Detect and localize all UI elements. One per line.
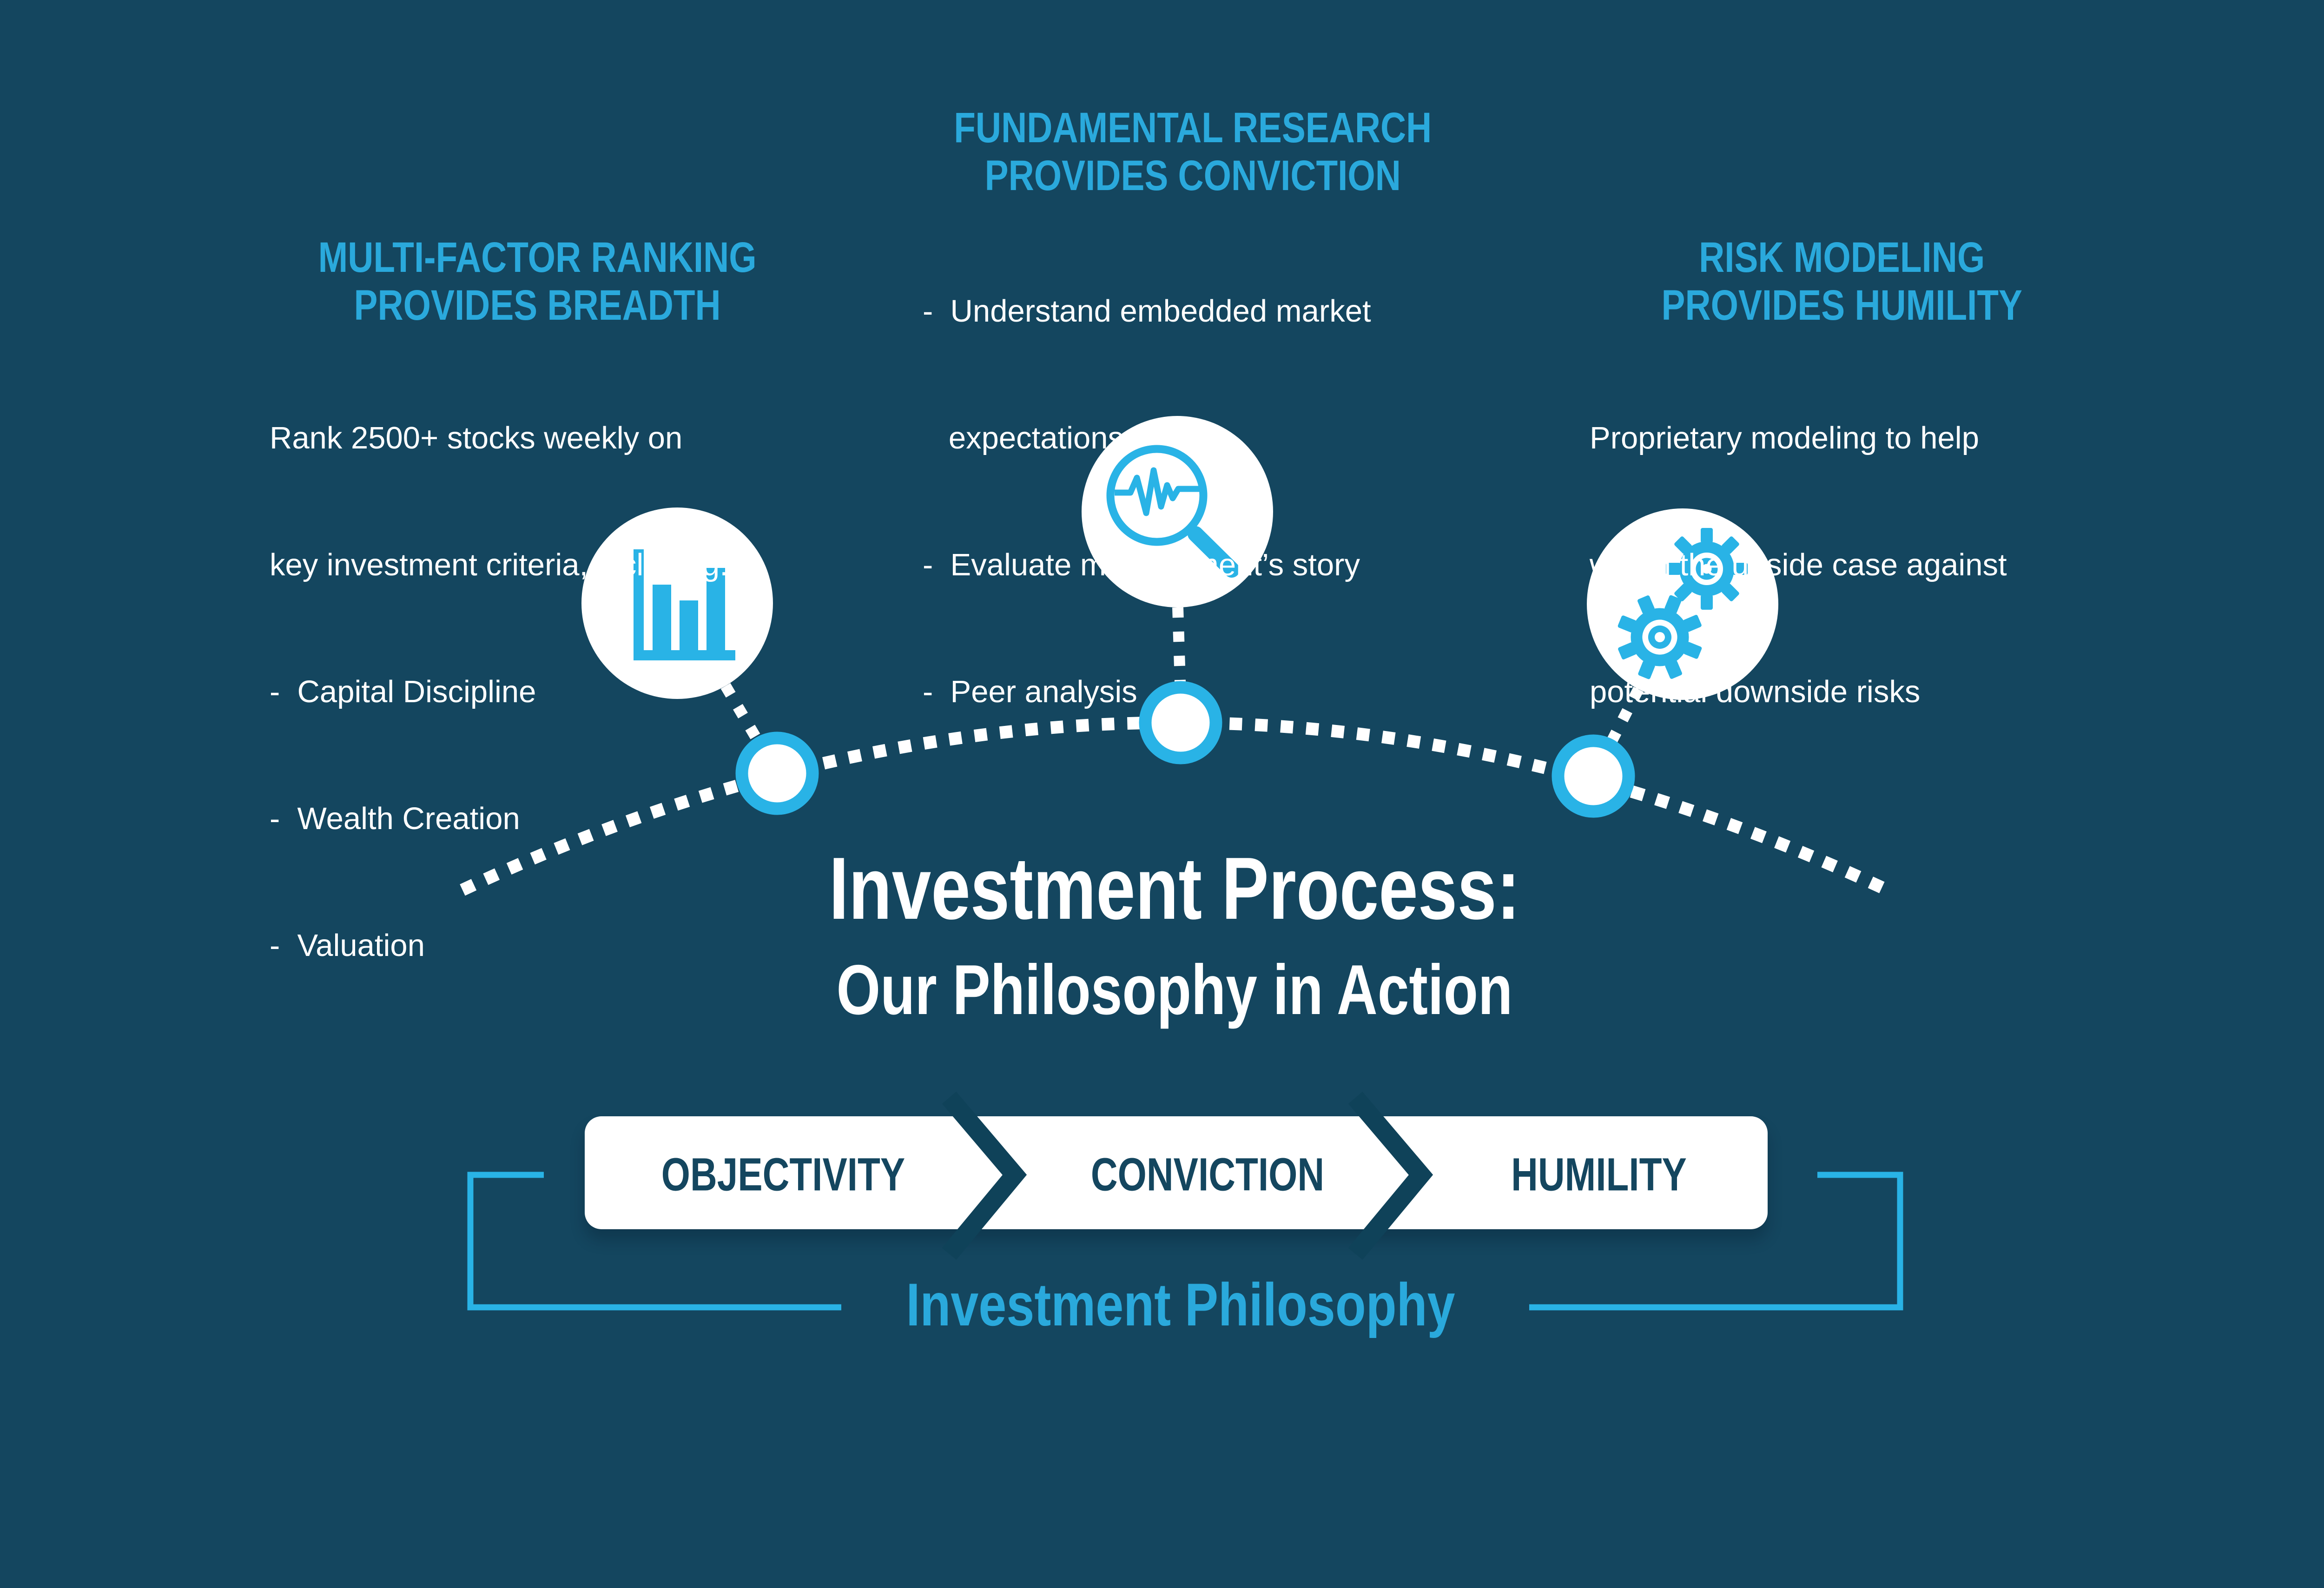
process-bar [585,1116,1768,1229]
section-heading-line: PROVIDES BREADTH [354,282,721,329]
section-body-line: - Understand embedded market [923,294,1371,329]
timeline-node-left [735,731,819,815]
step-label: CONVICTION [1090,1148,1325,1201]
section-body-line: Rank 2500+ stocks weekly on [270,421,683,455]
section-body-conviction: - Understand embedded market expectation… [923,205,1371,797]
section-body-line: key investment criteria, including: [270,547,728,582]
section-body-line: - Valuation [270,928,425,963]
step-label: OBJECTIVITY [661,1148,905,1201]
section-body-line: Proprietary modeling to help [1590,421,1979,455]
section-body-line: - Evaluate management’s story [923,547,1360,582]
section-heading-breadth: MULTI-FACTOR RANKING PROVIDES BREADTH [212,234,863,329]
step-label: HUMILITY [1511,1148,1687,1201]
section-body-line: - Peer analysis [923,674,1137,709]
main-title-line2: Our Philosophy in Action [836,950,1513,1029]
main-title: Investment Process: Our Philosophy in Ac… [743,842,1607,1027]
section-heading-line: MULTI-FACTOR RANKING [318,234,757,281]
step-conviction: CONVICTION [1062,1148,1353,1202]
connector-left [720,683,761,741]
section-heading-line: PROVIDES HUMILITY [1661,282,2023,329]
section-heading-line: FUNDAMENTAL RESEARCH [953,104,1432,152]
philosophy-label: Investment Philosophy [850,1270,1511,1339]
section-heading-conviction: FUNDAMENTAL RESEARCH PROVIDES CONVICTION [867,104,1518,200]
main-title-line1: Investment Process: [829,839,1520,938]
section-heading-line: RISK MODELING [1699,234,1985,281]
section-body-line: expectations [923,421,1124,455]
section-body-line: potential downside risks [1590,674,1921,709]
step-objectivity: OBJECTIVITY [631,1148,936,1202]
section-heading-line: PROVIDES CONVICTION [984,152,1401,199]
section-body-line: weigh the upside case against [1590,547,2007,582]
section-heading-humility: RISK MODELING PROVIDES HUMILITY [1517,234,2167,329]
philosophy-label-text: Investment Philosophy [906,1271,1455,1338]
section-body-breadth: Rank 2500+ stocks weekly on key investme… [270,332,728,1051]
section-body-humility: Proprietary modeling to help weigh the u… [1590,332,2007,797]
section-body-line: - Wealth Creation [270,801,520,836]
step-humility: HUMILITY [1489,1148,1709,1202]
section-body-line: - Capital Discipline [270,674,536,709]
